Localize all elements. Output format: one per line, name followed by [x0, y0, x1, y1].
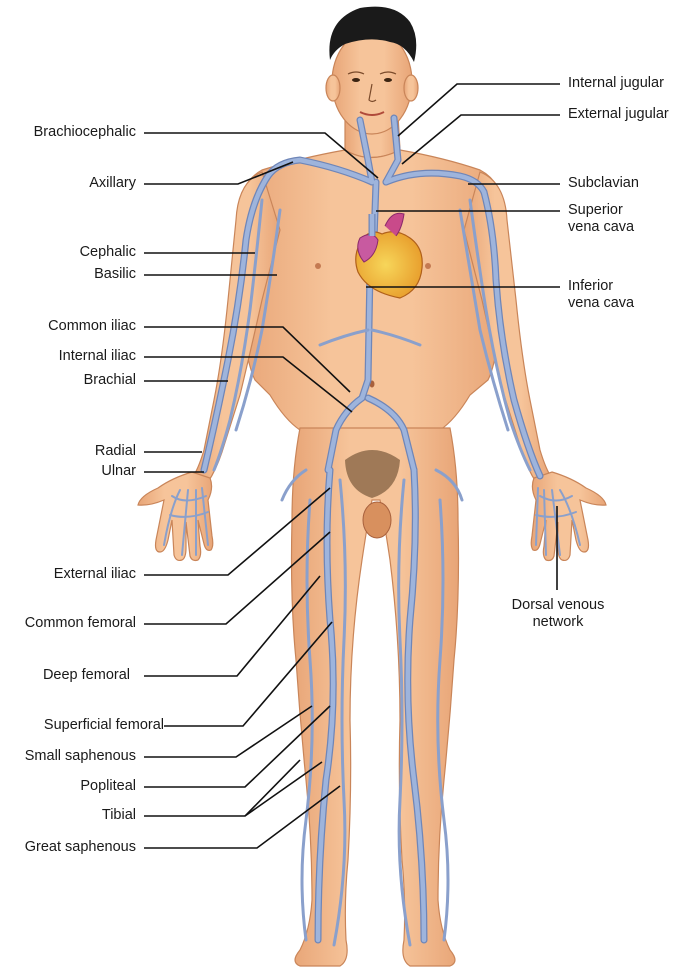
- hair: [329, 6, 417, 63]
- label-external-jugular: External jugular: [568, 106, 669, 122]
- label-internal-jugular: Internal jugular: [568, 75, 664, 91]
- leader-external-iliac: [144, 487, 331, 576]
- label-internal-iliac: Internal iliac: [58, 348, 136, 364]
- label-brachial: Brachial: [83, 372, 136, 388]
- label-dorsal-venous-network: Dorsal venous network: [511, 597, 605, 630]
- leader-internal-iliac: [144, 356, 353, 413]
- label-ulnar: Ulnar: [101, 463, 136, 479]
- label-subclavian: Subclavian: [568, 175, 639, 191]
- leader-brachiocephalic: [144, 132, 379, 179]
- face: [347, 71, 397, 116]
- label-brachiocephalic: Brachiocephalic: [33, 124, 136, 140]
- label-cephalic: Cephalic: [79, 244, 136, 260]
- label-deep-femoral: Deep femoral: [42, 667, 130, 683]
- leader-axillary: [144, 161, 294, 185]
- label-inferior-vena-cava: Inferior vena cava: [568, 278, 635, 311]
- label-superior-vena-cava: Superior vena cava: [568, 202, 635, 235]
- pelvis-details: [345, 450, 400, 539]
- label-popliteal: Popliteal: [80, 778, 136, 794]
- leader-popliteal: [144, 705, 331, 788]
- label-common-iliac: Common iliac: [48, 318, 136, 334]
- label-axillary: Axillary: [89, 175, 136, 191]
- leader-internal-jugular: [397, 83, 560, 137]
- label-external-iliac: External iliac: [53, 566, 136, 582]
- leader-common-femoral: [144, 531, 331, 625]
- leader-superficial-femoral: [164, 621, 333, 727]
- label-common-femoral: Common femoral: [24, 615, 136, 631]
- leader-lines: [144, 83, 560, 849]
- label-basilic: Basilic: [94, 266, 136, 282]
- leader-tibial-b: [244, 759, 301, 817]
- leader-deep-femoral: [144, 575, 321, 677]
- heart: [355, 212, 423, 299]
- leader-small-saphenous: [144, 705, 313, 758]
- leader-tibial-a: [144, 761, 323, 817]
- leader-common-iliac: [144, 326, 351, 393]
- label-small-saphenous: Small saphenous: [24, 748, 136, 764]
- leader-great-saphenous: [144, 785, 341, 849]
- label-tibial: Tibial: [101, 807, 136, 823]
- label-radial: Radial: [94, 443, 136, 459]
- leader-external-jugular: [401, 114, 560, 165]
- label-superficial-femoral: Superficial femoral: [43, 717, 164, 733]
- label-great-saphenous: Great saphenous: [24, 839, 136, 855]
